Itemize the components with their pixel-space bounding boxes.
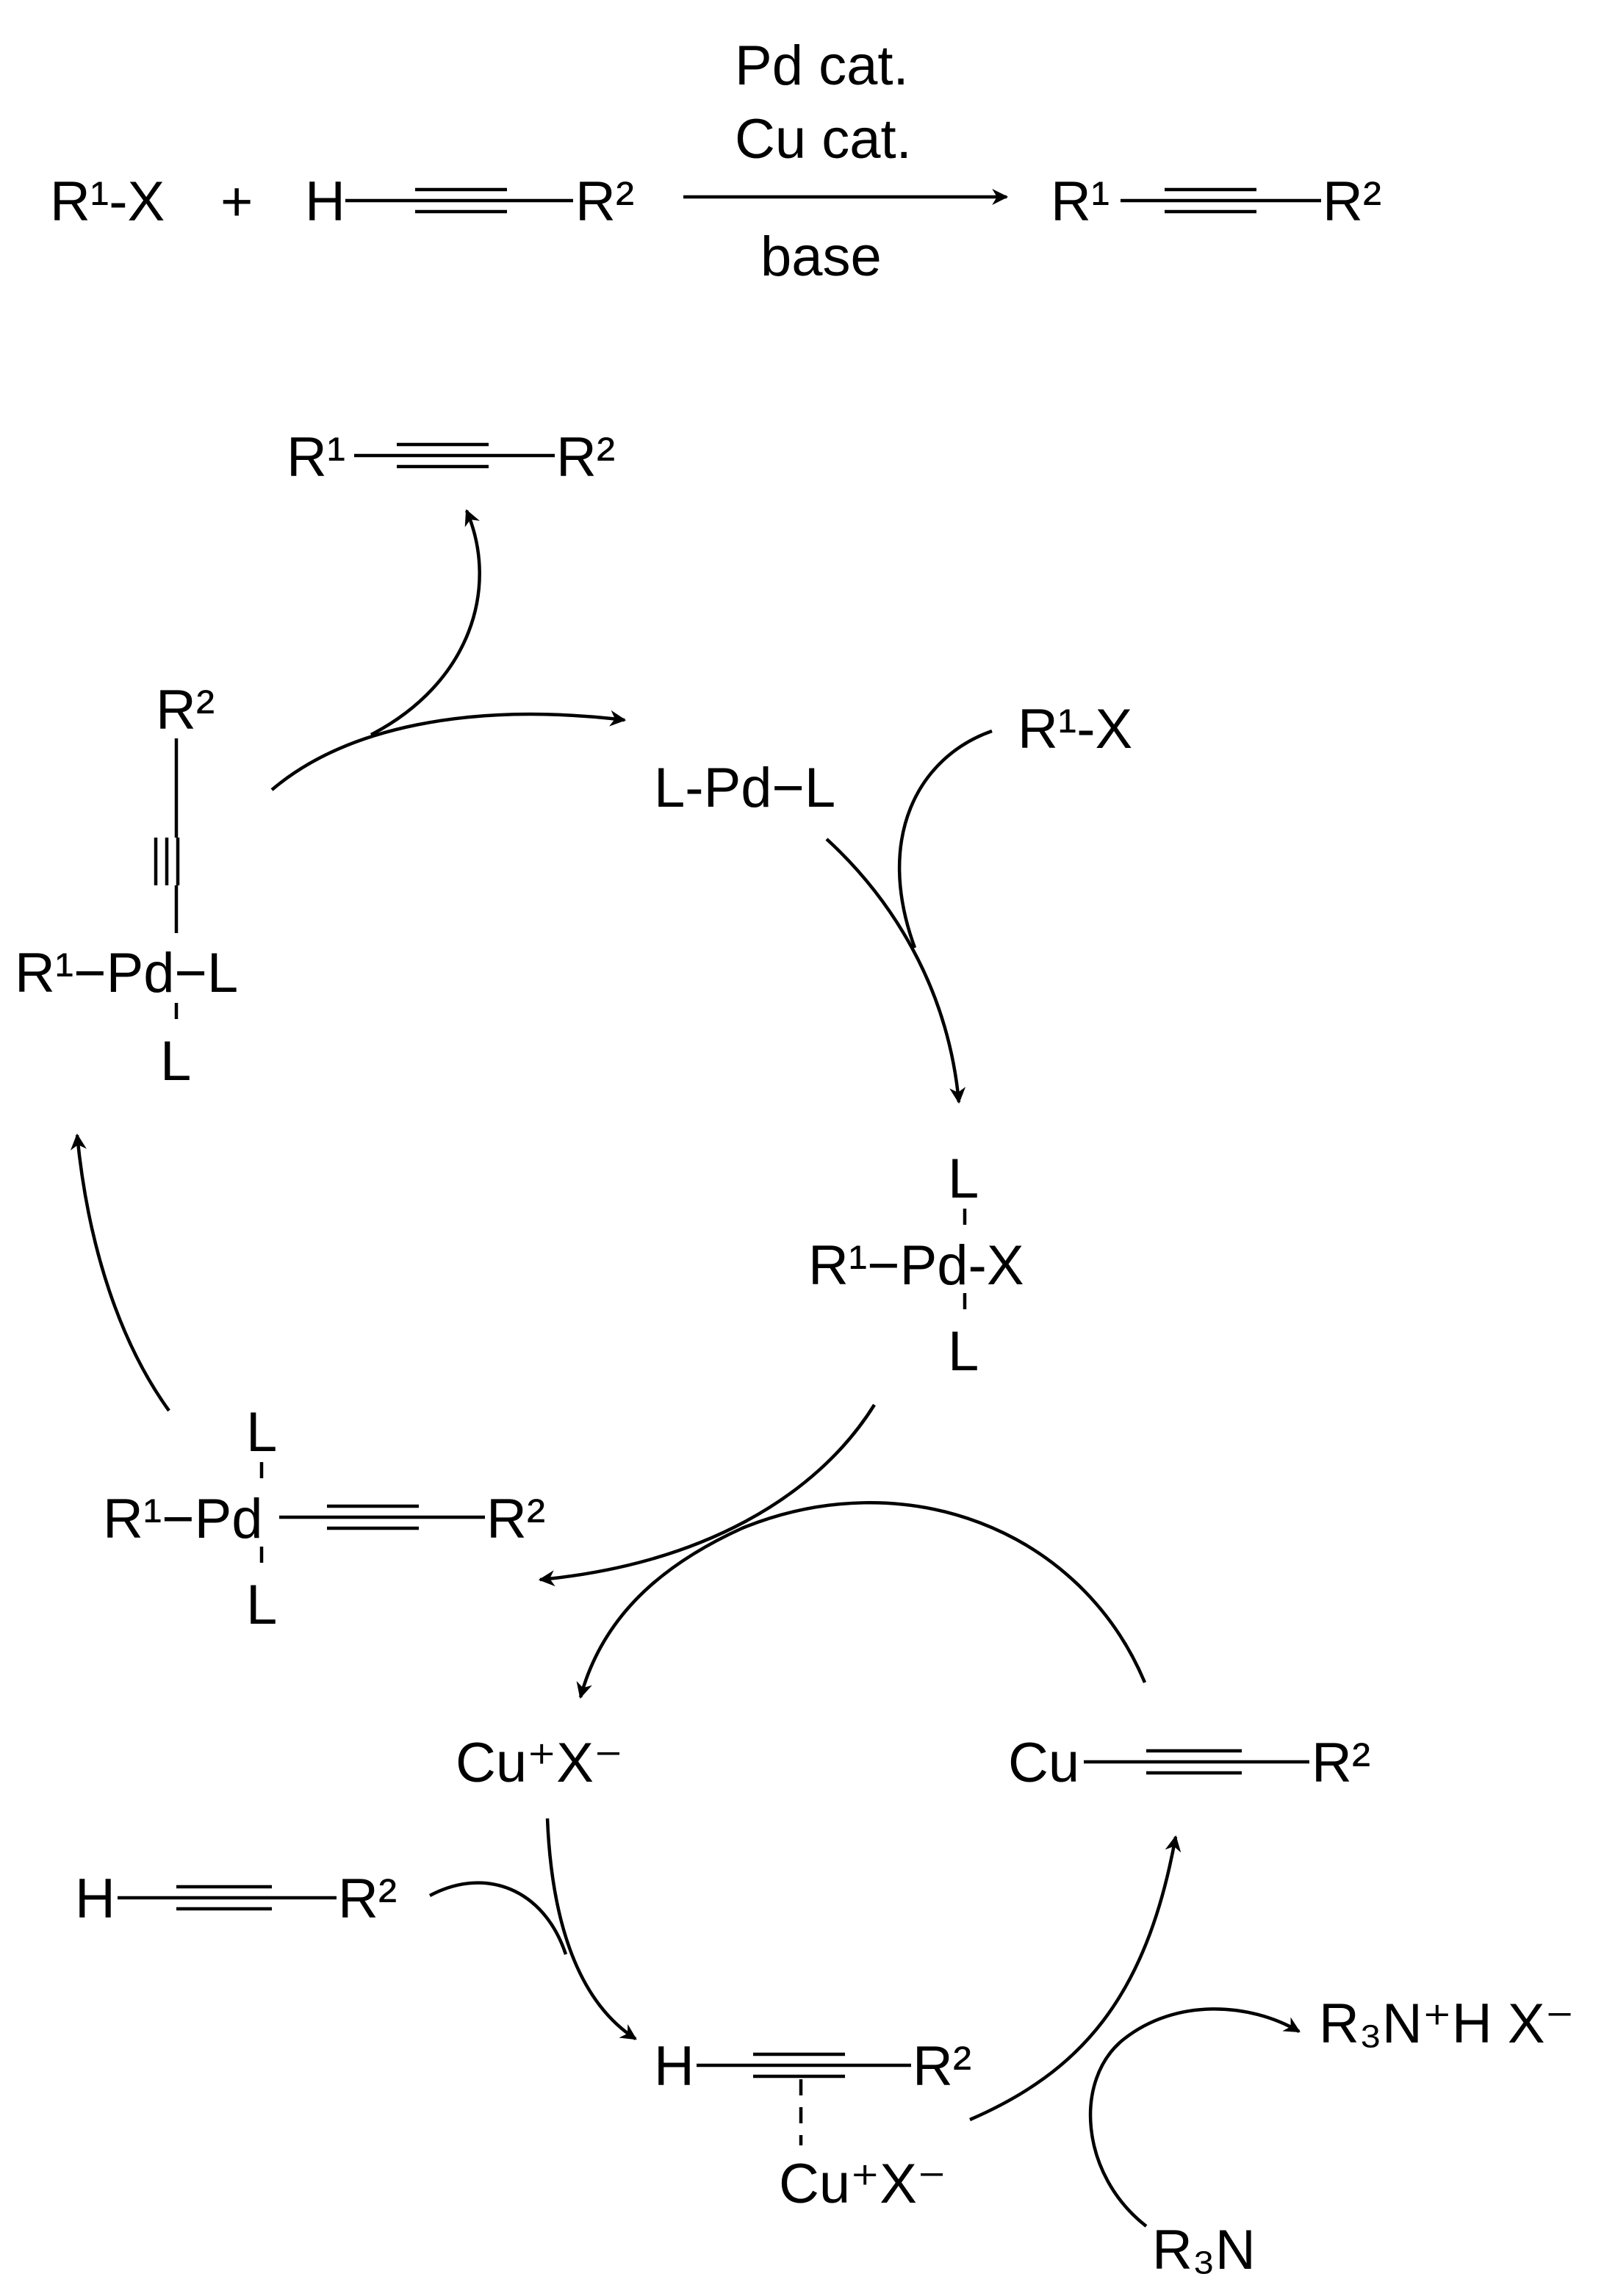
- acetylide-R2: R²: [1312, 1732, 1370, 1794]
- arrow-transmetalation: [538, 1403, 876, 1587]
- arrow-alkyne-entry: [428, 1881, 568, 1955]
- terminal-alkyne: H R²: [75, 1868, 397, 1930]
- pi-complex-H: H: [654, 2035, 694, 2098]
- ammonium-salt: R₃N⁺H X⁻: [1319, 1993, 1575, 2055]
- cycle-product-R2: R²: [556, 426, 615, 489]
- tm-complex-R2: R²: [486, 1488, 545, 1550]
- ox-adduct-bottom-ligand: L: [948, 1320, 979, 1383]
- oxidative-addition-complex: L R¹−Pd-X L: [808, 1148, 1024, 1383]
- triple-bond: [415, 187, 507, 214]
- arrow-aryl-halide-entry: [897, 729, 993, 949]
- aryl-halide-reagent: R¹-X: [1018, 698, 1132, 760]
- cycle-product-R1: R¹: [287, 426, 345, 489]
- pd0-complex: L-Pd−L: [654, 757, 835, 819]
- pi-complex-copper: Cu⁺X⁻: [779, 2153, 946, 2215]
- alkyne-R2: R²: [338, 1868, 397, 1930]
- arrow-oxidative-addition: [825, 838, 966, 1104]
- cu-salt: Cu⁺X⁻: [456, 1732, 623, 1794]
- product-R2: R²: [1323, 170, 1381, 233]
- arrow-reductive-elimination: [370, 508, 481, 736]
- conditions-base: base: [760, 226, 882, 288]
- triple-bond: [1165, 187, 1256, 214]
- reductive-elimination-precursor: R² R¹−Pd−L L: [15, 679, 238, 1093]
- arrow-acetylide-transfer-to-pd: [576, 1501, 1147, 1699]
- cu-cycle: Cu⁺X⁻ H R² H R² Cu⁺X⁻ Cu: [75, 1501, 1575, 2281]
- arrow-pre-re-to-pd0: [270, 710, 627, 791]
- pre-re-bottom-ligand: L: [160, 1030, 191, 1093]
- arrow-cu-salt-to-pi-complex: [545, 1818, 637, 2040]
- arrow-isomerization: [70, 1133, 170, 1412]
- pd-cycle: R¹ R² L-Pd−L R¹-X L R¹−Pd-X L L R¹−Pd: [15, 426, 1132, 1636]
- pre-re-center: R¹−Pd−L: [15, 942, 238, 1004]
- pre-re-top-R2: R²: [156, 679, 215, 741]
- pi-complex-R2: R²: [913, 2035, 971, 2098]
- tm-complex-bottom-ligand: L: [246, 1574, 277, 1636]
- tm-complex-top-ligand: L: [246, 1401, 277, 1464]
- alkyne-H: H: [75, 1868, 115, 1930]
- conditions-pd-cat: Pd cat.: [735, 35, 909, 97]
- overall-reaction: R¹-X + H R² Pd cat. Cu cat. base R¹ R²: [50, 35, 1381, 288]
- ox-adduct-top-ligand: L: [948, 1148, 979, 1210]
- reactant-aryl-halide: R¹-X: [50, 170, 165, 233]
- tm-complex-center: R¹−Pd: [103, 1488, 263, 1550]
- plus-sign: +: [220, 170, 253, 233]
- transmetalation-complex: L R¹−Pd R² L: [103, 1401, 545, 1636]
- conditions-cu-cat: Cu cat.: [735, 108, 912, 170]
- acetylide-Cu: Cu: [1008, 1732, 1079, 1794]
- cycle-product: R¹ R²: [287, 426, 615, 489]
- product-R1: R¹: [1051, 170, 1110, 233]
- reactant-alkyne-R: R²: [575, 170, 634, 233]
- arrow-deprotonation: [969, 1835, 1182, 2122]
- copper-acetylide: Cu R²: [1008, 1732, 1370, 1794]
- ox-adduct-center: R¹−Pd-X: [808, 1234, 1024, 1297]
- reactant-alkyne-H: H: [305, 170, 345, 233]
- arrow-base-to-ammonium-salt: [1088, 2007, 1301, 2228]
- amine-base: R₃N: [1152, 2219, 1256, 2281]
- copper-pi-complex: H R² Cu⁺X⁻: [654, 2035, 971, 2215]
